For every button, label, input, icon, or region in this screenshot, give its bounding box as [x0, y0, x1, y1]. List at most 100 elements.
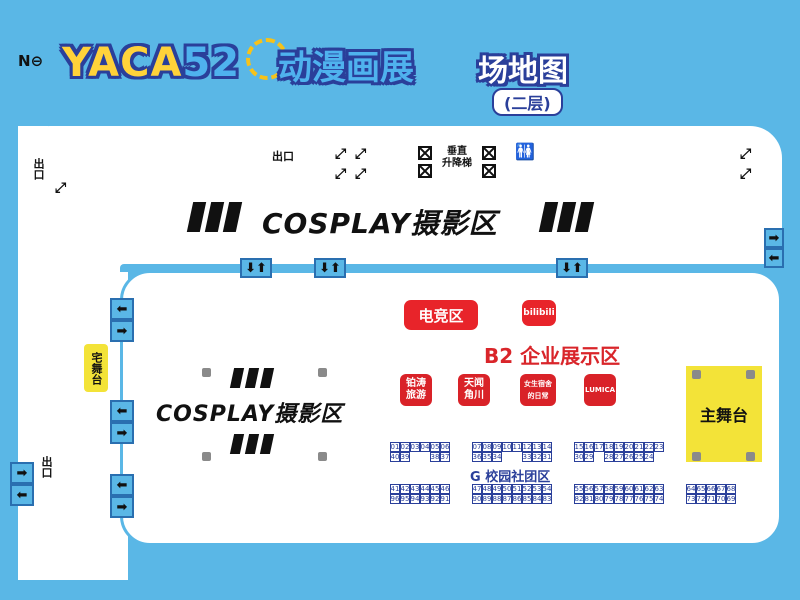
booth-cell: 37	[440, 452, 450, 462]
booth-cell: 61	[634, 484, 644, 494]
booth-cell: 55	[574, 484, 584, 494]
booth-cell: 38	[430, 452, 440, 462]
booth-cell: 68	[726, 484, 736, 494]
booth-cell	[512, 452, 522, 462]
booth-cell: 84	[532, 494, 542, 504]
pillar	[202, 452, 211, 461]
pillar	[202, 368, 211, 377]
booth-cell: 64	[686, 484, 696, 494]
booth-cell: 36	[472, 452, 482, 462]
main-stage: 主舞台	[686, 366, 762, 462]
elevator-icon	[418, 146, 432, 160]
booth-cell	[654, 452, 664, 462]
booth-cell: 75	[644, 494, 654, 504]
yaca-logo: YACA52	[62, 40, 241, 86]
elevator-icon	[418, 164, 432, 178]
right-arrow-icon: ➡	[110, 496, 134, 518]
booth-cell: 72	[696, 494, 706, 504]
right-arrow-icon: ➡	[764, 228, 784, 248]
booth-cell: 89	[482, 494, 492, 504]
booth-cell: 47	[472, 484, 482, 494]
booth-cell: 48	[482, 484, 492, 494]
booth-cell	[410, 452, 420, 462]
booth-cell: 83	[542, 494, 552, 504]
otaku-stage: 宅舞台	[84, 344, 108, 392]
booth-cell: 53	[532, 484, 542, 494]
corridor-line	[120, 264, 782, 272]
booth-cell: 33	[522, 452, 532, 462]
booth-cell: 51	[512, 484, 522, 494]
pillar	[692, 370, 701, 379]
booth-dormitory: 女生宿舍 的日常	[520, 374, 556, 406]
booth-cell: 05	[430, 442, 440, 452]
booth-cell: 60	[624, 484, 634, 494]
pillar	[746, 370, 755, 379]
updown-arrow-icon: ⬇⬆	[240, 258, 272, 278]
right-arrow-icon: ➡	[110, 422, 134, 444]
booth-cell: 44	[420, 484, 430, 494]
booth-cell: 29	[584, 452, 594, 462]
cosplay-zone-top: COSPLAY摄影区	[262, 207, 498, 240]
booth-cell: 41	[390, 484, 400, 494]
floor-label: (二层)	[492, 88, 563, 116]
compass-label: N⊖	[18, 52, 44, 70]
booth-cell	[502, 452, 512, 462]
updown-arrow-icon: ⬇⬆	[314, 258, 346, 278]
left-arrow-icon: ⬅	[110, 474, 134, 496]
booth-cell: 35	[482, 452, 492, 462]
elevator-label: 垂直 升降梯	[442, 146, 472, 169]
escalator-icon: ⤢	[55, 180, 67, 196]
sun-icon	[246, 38, 288, 80]
booth-cell: 91	[440, 494, 450, 504]
club-zone-label: G 校园社团区	[470, 470, 551, 485]
booth-cell: 21	[634, 442, 644, 452]
booth-cell: 23	[654, 442, 664, 452]
right-arrow-icon: ➡	[10, 462, 34, 484]
booth-cell: 07	[472, 442, 482, 452]
booth-cell: 10	[502, 442, 512, 452]
booth-cell: 02	[400, 442, 410, 452]
booth-cell: 39	[400, 452, 410, 462]
booth-cell	[420, 452, 430, 462]
pillar	[318, 368, 327, 377]
elevator-icon	[482, 146, 496, 160]
pillar	[746, 452, 755, 461]
compass-icon: ⊖	[30, 52, 44, 70]
booth-cell: 66	[706, 484, 716, 494]
escalator-icon: ⤢	[335, 166, 347, 182]
left-arrow-icon: ⬅	[10, 484, 34, 506]
restroom-icon: 🚻	[515, 142, 535, 161]
pillar	[318, 452, 327, 461]
booth-lumica: LUMICA	[584, 374, 616, 406]
exit-label-center: 出口	[272, 150, 294, 163]
booth-cell: 26	[624, 452, 634, 462]
booth-cell: 01	[390, 442, 400, 452]
booth-cell: 14	[542, 442, 552, 452]
booth-cell: 86	[512, 494, 522, 504]
escalator-icon: ⤢	[355, 146, 367, 162]
booth-cell: 28	[604, 452, 614, 462]
booth-cell: 06	[440, 442, 450, 452]
booth-cell: 88	[492, 494, 502, 504]
booth-cell: 57	[594, 484, 604, 494]
booth-cell: 82	[574, 494, 584, 504]
booth-cell: 95	[400, 494, 410, 504]
booth-cell: 40	[390, 452, 400, 462]
esports-zone: 电竞区	[404, 300, 478, 330]
booth-cell: 81	[584, 494, 594, 504]
booth-cell: 79	[604, 494, 614, 504]
escalator-icon: ⤢	[355, 166, 367, 182]
booth-cell: 87	[502, 494, 512, 504]
booth-botao: 铂涛 旅游	[400, 374, 432, 406]
booth-cell: 25	[634, 452, 644, 462]
booth-cell: 85	[522, 494, 532, 504]
booth-cell: 71	[706, 494, 716, 504]
booth-cell: 16	[584, 442, 594, 452]
booth-cell: 63	[654, 484, 664, 494]
